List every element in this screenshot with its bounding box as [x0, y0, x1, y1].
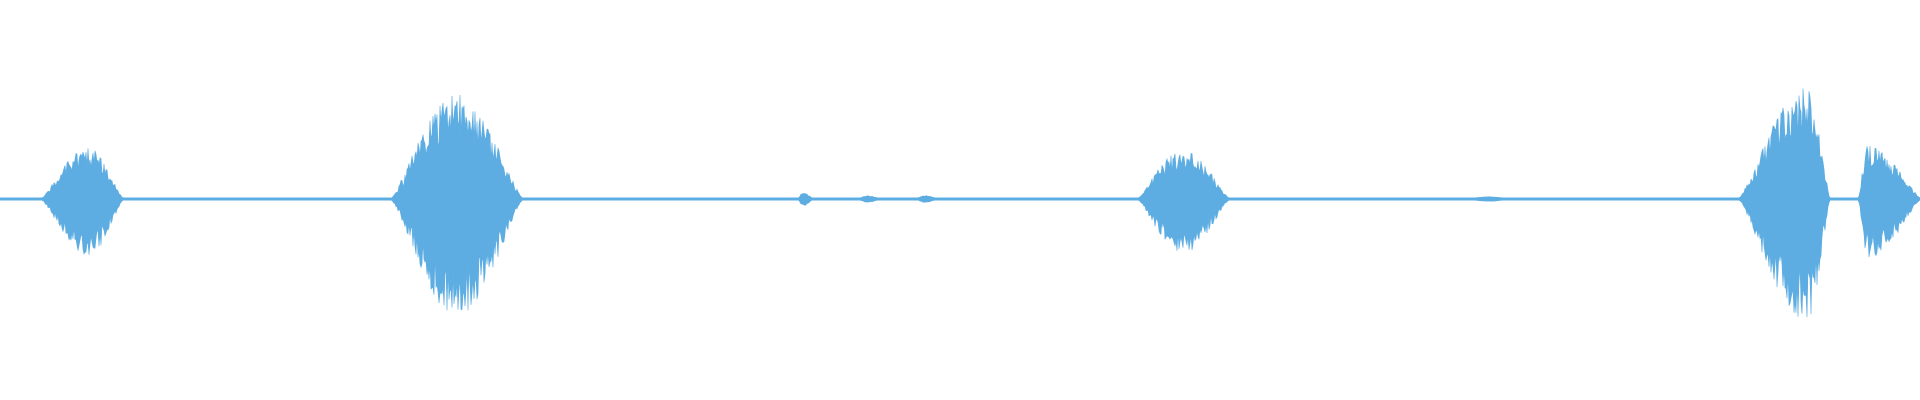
waveform-signal [0, 88, 1920, 318]
